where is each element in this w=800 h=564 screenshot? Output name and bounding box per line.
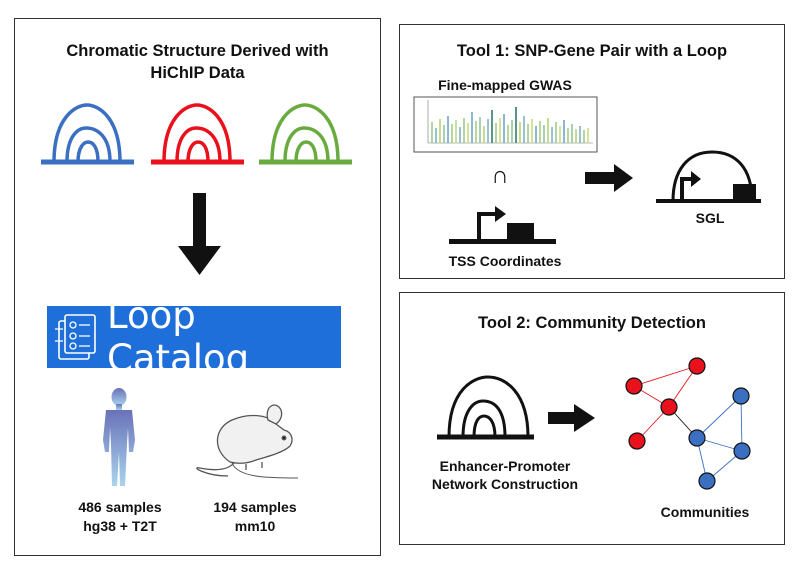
intersect-symbol: ∩ (491, 162, 509, 189)
sgl-label: SGL (695, 210, 725, 226)
communities-label: Communities (660, 504, 750, 520)
mouse-samples: 194 samples (213, 499, 297, 515)
manhattan-plot-icon (413, 96, 598, 153)
mouse-genomes: mm10 (234, 518, 276, 534)
sgl-icon (656, 150, 761, 203)
tool2-title: Tool 2: Community Detection (478, 314, 706, 332)
blue-loop-icon (41, 103, 134, 165)
down-arrow-icon (178, 193, 221, 275)
red-loop-icon (151, 103, 244, 165)
ep-network-label-line1: Enhancer-Promoter (439, 458, 571, 474)
human-icon (103, 388, 135, 486)
tss-gene-icon (449, 206, 556, 244)
loop-catalog-label: Loop Catalog (107, 294, 250, 380)
enhancer-promoter-loop-icon (437, 375, 534, 440)
ep-network-label-line2: Network Construction (431, 476, 579, 492)
tss-label: TSS Coordinates (448, 253, 562, 269)
green-loop-icon (259, 103, 352, 165)
hichip-title-line1: Chromatic Structure Derived with (66, 42, 329, 60)
network-arrow-icon (548, 404, 595, 432)
human-samples: 486 samples (78, 499, 162, 515)
tool1-title: Tool 1: SNP-Gene Pair with a Loop (456, 42, 728, 60)
community-network-icon (625, 357, 751, 490)
right-arrow-icon (585, 164, 633, 192)
mouse-icon (196, 404, 299, 479)
gwas-label: Fine-mapped GWAS (438, 77, 572, 93)
document-icon (55, 314, 96, 360)
loop-catalog-banner: Loop Catalog (47, 294, 341, 380)
hichip-title-line2: HiChIP Data (150, 64, 245, 82)
human-genomes: hg38 + T2T (83, 518, 157, 534)
